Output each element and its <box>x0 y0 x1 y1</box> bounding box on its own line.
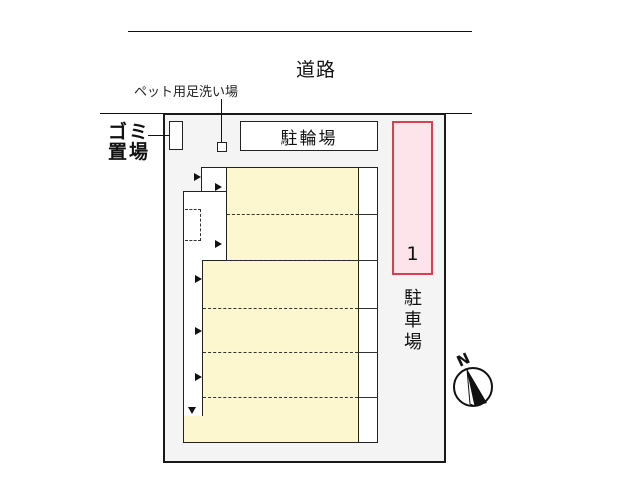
road-label: 道路 <box>296 59 337 81</box>
unit-divider <box>227 260 358 261</box>
balcony-divider <box>358 308 378 309</box>
unit-divider <box>203 397 358 398</box>
corridor-side <box>183 191 227 261</box>
unit-divider <box>227 214 358 215</box>
entrance-arrow-icon <box>194 173 201 181</box>
balcony-divider <box>358 260 378 261</box>
units-bottom <box>183 416 359 443</box>
balcony-divider <box>358 352 378 353</box>
entrance-arrow-icon <box>195 373 202 381</box>
road-top-edge <box>128 31 472 32</box>
corridor-upper <box>201 167 227 192</box>
entrance-arrow-icon <box>195 275 202 283</box>
garbage-label-line1: ゴミ <box>107 121 150 143</box>
car-parking-label: 駐 車 場 <box>404 288 422 353</box>
parking-space-1: 1 <box>392 121 433 275</box>
compass-icon <box>453 367 493 407</box>
pet-footwash-box <box>217 142 227 152</box>
entrance-arrow-icon <box>215 183 222 191</box>
garbage-leader <box>148 135 169 136</box>
garbage-label-line2: 置場 <box>107 141 150 163</box>
corridor-lower <box>183 260 203 417</box>
entrance-arrow-down-icon <box>188 407 196 414</box>
balcony-divider <box>358 214 378 215</box>
balcony-divider <box>358 397 378 398</box>
units-lower <box>202 260 359 417</box>
pet-footwash-label: ペット用足洗い場 <box>134 85 239 100</box>
bicycle-parking: 駐輪場 <box>240 121 378 151</box>
unit-divider <box>203 308 358 309</box>
balcony-strip <box>358 167 378 443</box>
garbage-label: ゴミ 置場 <box>102 122 150 162</box>
entrance-arrow-icon <box>195 327 202 335</box>
pet-footwash-leader <box>221 99 222 142</box>
entrance-arrow-icon <box>215 240 222 248</box>
stair-outline <box>185 209 201 241</box>
unit-divider <box>203 352 358 353</box>
garbage-box <box>169 121 183 150</box>
